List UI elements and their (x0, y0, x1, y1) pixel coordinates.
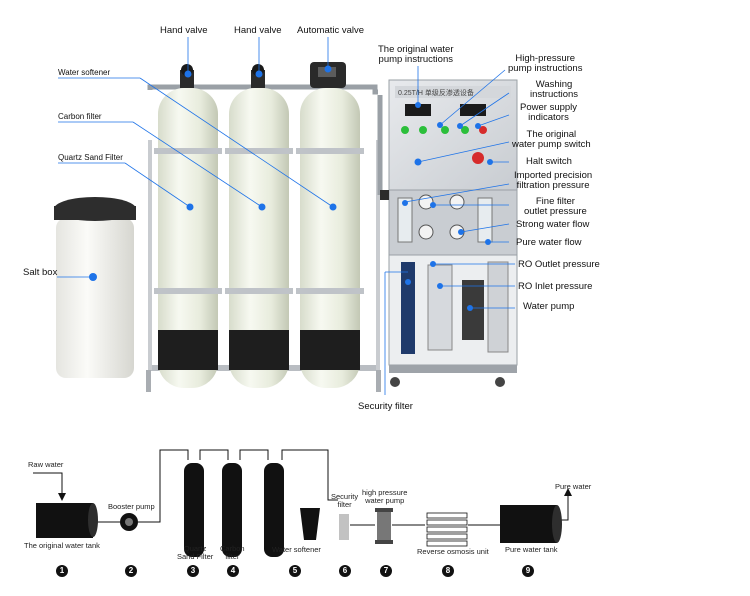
step-7: 7 (380, 565, 392, 577)
step-6: 6 (339, 565, 351, 577)
salt-box (54, 197, 136, 378)
step-8: 8 (442, 565, 454, 577)
security-flow-label: Security filter (331, 492, 359, 509)
flow-pure-tank (500, 505, 562, 543)
step-5: 5 (289, 565, 301, 577)
pure-flow-label: Pure water flow (516, 237, 582, 248)
security-filter-label: Security filter (358, 401, 413, 412)
ro-outlet-label: RO Outlet pressure (518, 259, 600, 270)
salt-box-label: Salt box (23, 267, 58, 278)
carbon-filter-label: Carbon filter (58, 112, 102, 121)
imported-filtration-label: Imported precision filtration pressure (514, 170, 593, 191)
fine-filter-label: Fine filter outlet pressure (524, 196, 587, 217)
pump-switch-label: The original water pump switch (512, 129, 591, 150)
flow-security-filter (339, 514, 349, 540)
carbon-flow-label: Carbon filter (220, 544, 245, 561)
flow-ro-unit (426, 512, 468, 547)
automatic-valve-label: Automatic valve (297, 25, 365, 36)
booster-pump-label: Booster pump (108, 502, 155, 511)
marker-dots (89, 65, 493, 311)
high-pressure-instructions-label: High-pressure pump instructions (508, 53, 583, 74)
water-pump-label: Water pump (523, 301, 575, 312)
flow-booster-pump (120, 513, 138, 531)
quartz-sand-tank (154, 64, 222, 388)
carbon-tank (225, 64, 293, 388)
ro-unit-flow-label: Reverse osmosis unit (417, 547, 489, 556)
pipe-to-security (281, 449, 338, 501)
step-3: 3 (187, 565, 199, 577)
raw-water-label: Raw water (28, 460, 64, 469)
ro-inlet-label: RO Inlet pressure (518, 281, 593, 292)
hp-pump-flow-label: high pressure water pump (362, 488, 408, 505)
step-1: 1 (56, 565, 68, 577)
step-2: 2 (125, 565, 137, 577)
water-softener-label: Water softener (58, 68, 111, 77)
pure-water-label: Pure water (555, 482, 592, 491)
panel-title: 0.25T/H 单级反渗透设备 (398, 90, 474, 97)
ro-cabinet (380, 79, 518, 387)
halt-switch-label: Halt switch (526, 156, 572, 167)
raw-water-pipe (33, 472, 63, 497)
flow-hp-pump (375, 508, 393, 544)
original-tank-label: The original water tank (24, 541, 100, 550)
hand-valve-label-2: Hand valve (234, 25, 282, 36)
softener-flow-label: Water softener (272, 545, 321, 554)
pump-instructions-label: The original water pump instructions (378, 44, 454, 65)
step-9: 9 (522, 565, 534, 577)
washing-instructions-label: Washing instructions (530, 79, 579, 100)
softener-tank (296, 62, 364, 388)
step-4: 4 (227, 565, 239, 577)
flow-filter-tanks (184, 463, 320, 557)
strong-flow-label: Strong water flow (516, 219, 590, 230)
hand-valve-label-1: Hand valve (160, 25, 208, 36)
top-pipes (147, 84, 383, 195)
quartz-filter-label: Quartz Sand Filter (58, 153, 123, 162)
pure-tank-flow-label: Pure water tank (505, 545, 558, 554)
quartz-flow-label: Quartz Sand Filter (177, 544, 214, 561)
flow-original-tank (36, 503, 98, 538)
power-indicators-label: Power supply indicators (520, 102, 578, 123)
pipe-booster-quartz (138, 449, 189, 523)
